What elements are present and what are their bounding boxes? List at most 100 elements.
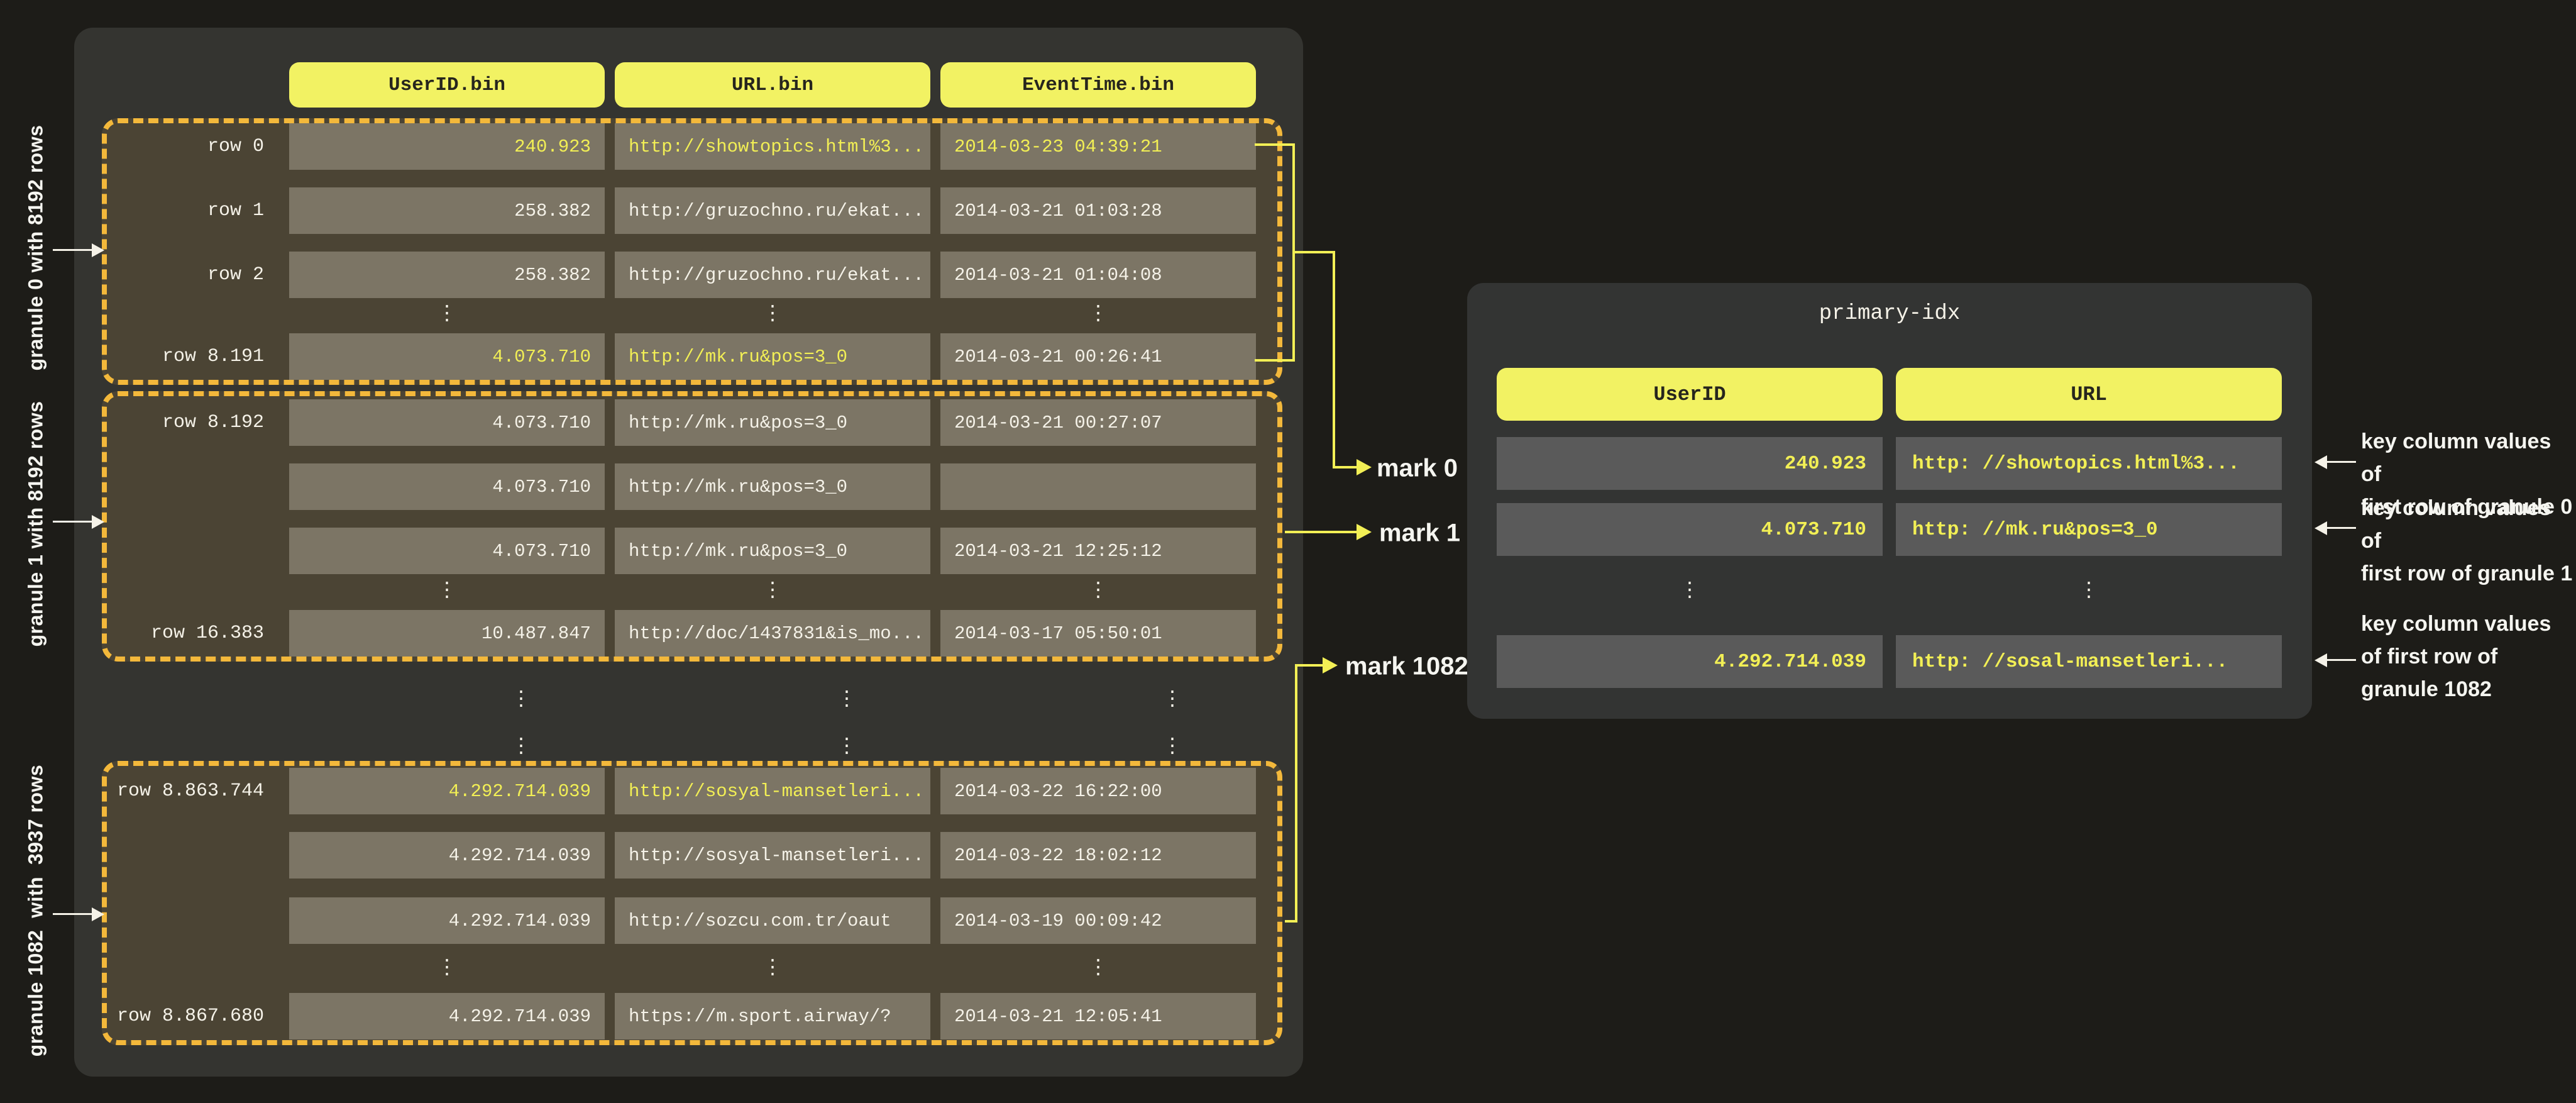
mark-0-connector: [1333, 466, 1357, 468]
annotation-1-arrow-icon: [2315, 521, 2327, 535]
url-cell: http://showtopics.html%3...: [615, 123, 930, 170]
table-row: 4.292.714.039 http://sozcu.com.tr/oaut 2…: [107, 897, 1266, 944]
table-row: 4.073.710 http://mk.ru&pos=3_0: [107, 463, 1266, 510]
granule-0-box: row 0 240.923 http://showtopics.html%3..…: [102, 118, 1282, 385]
mark-0-connector: [1292, 251, 1335, 253]
annotation-1082-arrow-icon: [2315, 653, 2327, 667]
url-cell: http://mk.ru&pos=3_0: [615, 333, 930, 380]
annotation-0-arrow-icon: [2315, 455, 2327, 469]
vertical-ellipsis: ⋮: [689, 727, 1005, 765]
row-label: row 8.867.680: [107, 1006, 279, 1027]
url-cell: http://sozcu.com.tr/oaut: [615, 897, 930, 944]
url-cell: http://mk.ru&pos=3_0: [615, 528, 930, 574]
url-cell: http: //sosal-mansetleri...: [1896, 635, 2282, 688]
row-label: row 8.192: [107, 412, 279, 433]
userid-cell: 258.382: [289, 252, 605, 298]
header-userid: UserID: [1497, 368, 1883, 421]
vertical-ellipsis: ⋮: [363, 727, 679, 765]
table-row: row 8.191 4.073.710 http://mk.ru&pos=3_0…: [107, 333, 1266, 380]
userid-cell: 10.487.847: [289, 610, 605, 657]
mark-1-arrow-icon: [1357, 524, 1372, 540]
ellipsis-row: ⋮ ⋮ ⋮: [181, 727, 1340, 765]
table-row: row 16.383 10.487.847 http://doc/1437831…: [107, 610, 1266, 657]
granule-1-box: row 8.192 4.073.710 http://mk.ru&pos=3_0…: [102, 391, 1282, 662]
mark-0-connector: [1255, 359, 1295, 362]
column-files-panel: UserID.bin URL.bin EventTime.bin row 0 2…: [74, 28, 1303, 1077]
userid-cell: 4.073.710: [1497, 503, 1883, 556]
header-url: URL: [1896, 368, 2282, 421]
ellipsis-row: ⋮ ⋮ ⋮: [107, 948, 1266, 986]
vertical-ellipsis: ⋮: [1497, 571, 1883, 609]
mark-0-arrow-icon: [1357, 459, 1372, 475]
mark-1082-arrow-icon: [1323, 657, 1338, 673]
url-cell: http://gruzochno.ru/ekat...: [615, 252, 930, 298]
table-row: row 8.863.744 4.292.714.039 http://sosya…: [107, 768, 1266, 814]
vertical-ellipsis: ⋮: [689, 680, 1005, 718]
primary-index-headers: UserID URL: [1497, 368, 2282, 421]
url-cell: http://sosyal-mansetleri...: [615, 832, 930, 879]
index-row: 240.923 http: //showtopics.html%3...: [1497, 437, 2282, 490]
table-row: row 0 240.923 http://showtopics.html%3..…: [107, 123, 1266, 170]
table-row: 4.073.710 http://mk.ru&pos=3_0 2014-03-2…: [107, 528, 1266, 574]
vertical-ellipsis: ⋮: [363, 680, 679, 718]
granule-1082-arrow-line: [53, 913, 92, 915]
url-cell: http://gruzochno.ru/ekat...: [615, 187, 930, 234]
vertical-ellipsis: ⋮: [1015, 727, 1330, 765]
url-cell: http://doc/1437831&is_mo...: [615, 610, 930, 657]
primary-index-panel: primary-idx UserID URL 240.923 http: //s…: [1467, 283, 2312, 719]
column-headers: UserID.bin URL.bin EventTime.bin: [289, 62, 1256, 108]
url-cell: http: //showtopics.html%3...: [1896, 437, 2282, 490]
vertical-ellipsis: ⋮: [615, 948, 930, 986]
url-cell: https://m.sport.airway/?: [615, 993, 930, 1039]
mark-0-connector: [1333, 251, 1335, 467]
eventtime-cell: 2014-03-21 00:26:41: [940, 333, 1256, 380]
vertical-ellipsis: ⋮: [615, 571, 930, 609]
userid-cell: 4.073.710: [289, 399, 605, 446]
granule-1082-side-label: granule 1082 with 3937 rows: [25, 765, 48, 1056]
vertical-ellipsis: ⋮: [1015, 680, 1330, 718]
eventtime-cell: 2014-03-22 18:02:12: [940, 832, 1256, 879]
ellipsis-row: ⋮ ⋮ ⋮: [107, 294, 1266, 332]
annotation-1082-arrow-line: [2326, 659, 2356, 661]
userid-cell: 240.923: [289, 123, 605, 170]
row-label: row 2: [107, 264, 279, 285]
index-row: 4.073.710 http: //mk.ru&pos=3_0: [1497, 503, 2282, 556]
table-row: row 2 258.382 http://gruzochno.ru/ekat..…: [107, 252, 1266, 298]
granule-0-side-label: granule 0 with 8192 rows: [25, 125, 48, 371]
mark-1-connector: [1285, 531, 1357, 533]
mark-1082-label: mark 1082: [1345, 653, 1468, 681]
primary-index-title: primary-idx: [1467, 302, 2312, 326]
eventtime-cell: 2014-03-19 00:09:42: [940, 897, 1256, 944]
mark-0-connector: [1255, 143, 1295, 146]
row-label: row 16.383: [107, 623, 279, 644]
table-row: row 1 258.382 http://gruzochno.ru/ekat..…: [107, 187, 1266, 234]
header-eventtime-bin: EventTime.bin: [940, 62, 1256, 108]
granule-1-arrow-icon: [92, 515, 104, 529]
vertical-ellipsis: ⋮: [615, 294, 930, 332]
ellipsis-row: ⋮ ⋮ ⋮: [107, 571, 1266, 609]
userid-cell: 258.382: [289, 187, 605, 234]
annotation-0-arrow-line: [2326, 461, 2356, 463]
granule-0-arrow-icon: [92, 243, 104, 257]
granule-1-arrow-line: [53, 521, 92, 523]
eventtime-cell: 2014-03-21 01:04:08: [940, 252, 1256, 298]
row-label: row 0: [107, 136, 279, 157]
vertical-ellipsis: ⋮: [940, 294, 1256, 332]
eventtime-cell: 2014-03-21 12:05:41: [940, 993, 1256, 1039]
userid-cell: 4.292.714.039: [289, 993, 605, 1039]
vertical-ellipsis: ⋮: [940, 571, 1256, 609]
granule-1082-box: row 8.863.744 4.292.714.039 http://sosya…: [102, 761, 1282, 1045]
mark-1082-connector: [1295, 664, 1297, 923]
vertical-ellipsis: ⋮: [1896, 571, 2282, 609]
vertical-ellipsis: ⋮: [289, 948, 605, 986]
granule-1-side-label: granule 1 with 8192 rows: [25, 401, 48, 647]
userid-cell: 240.923: [1497, 437, 1883, 490]
userid-cell: 4.073.710: [289, 333, 605, 380]
eventtime-cell: 2014-03-21 01:03:28: [940, 187, 1256, 234]
ellipsis-row: ⋮ ⋮: [1497, 571, 2282, 609]
granule-0-arrow-line: [53, 249, 92, 251]
mark-0-label: mark 0: [1377, 455, 1458, 483]
eventtime-cell: 2014-03-21 12:25:12: [940, 528, 1256, 574]
header-userid-bin: UserID.bin: [289, 62, 605, 108]
eventtime-cell: 2014-03-17 05:50:01: [940, 610, 1256, 657]
